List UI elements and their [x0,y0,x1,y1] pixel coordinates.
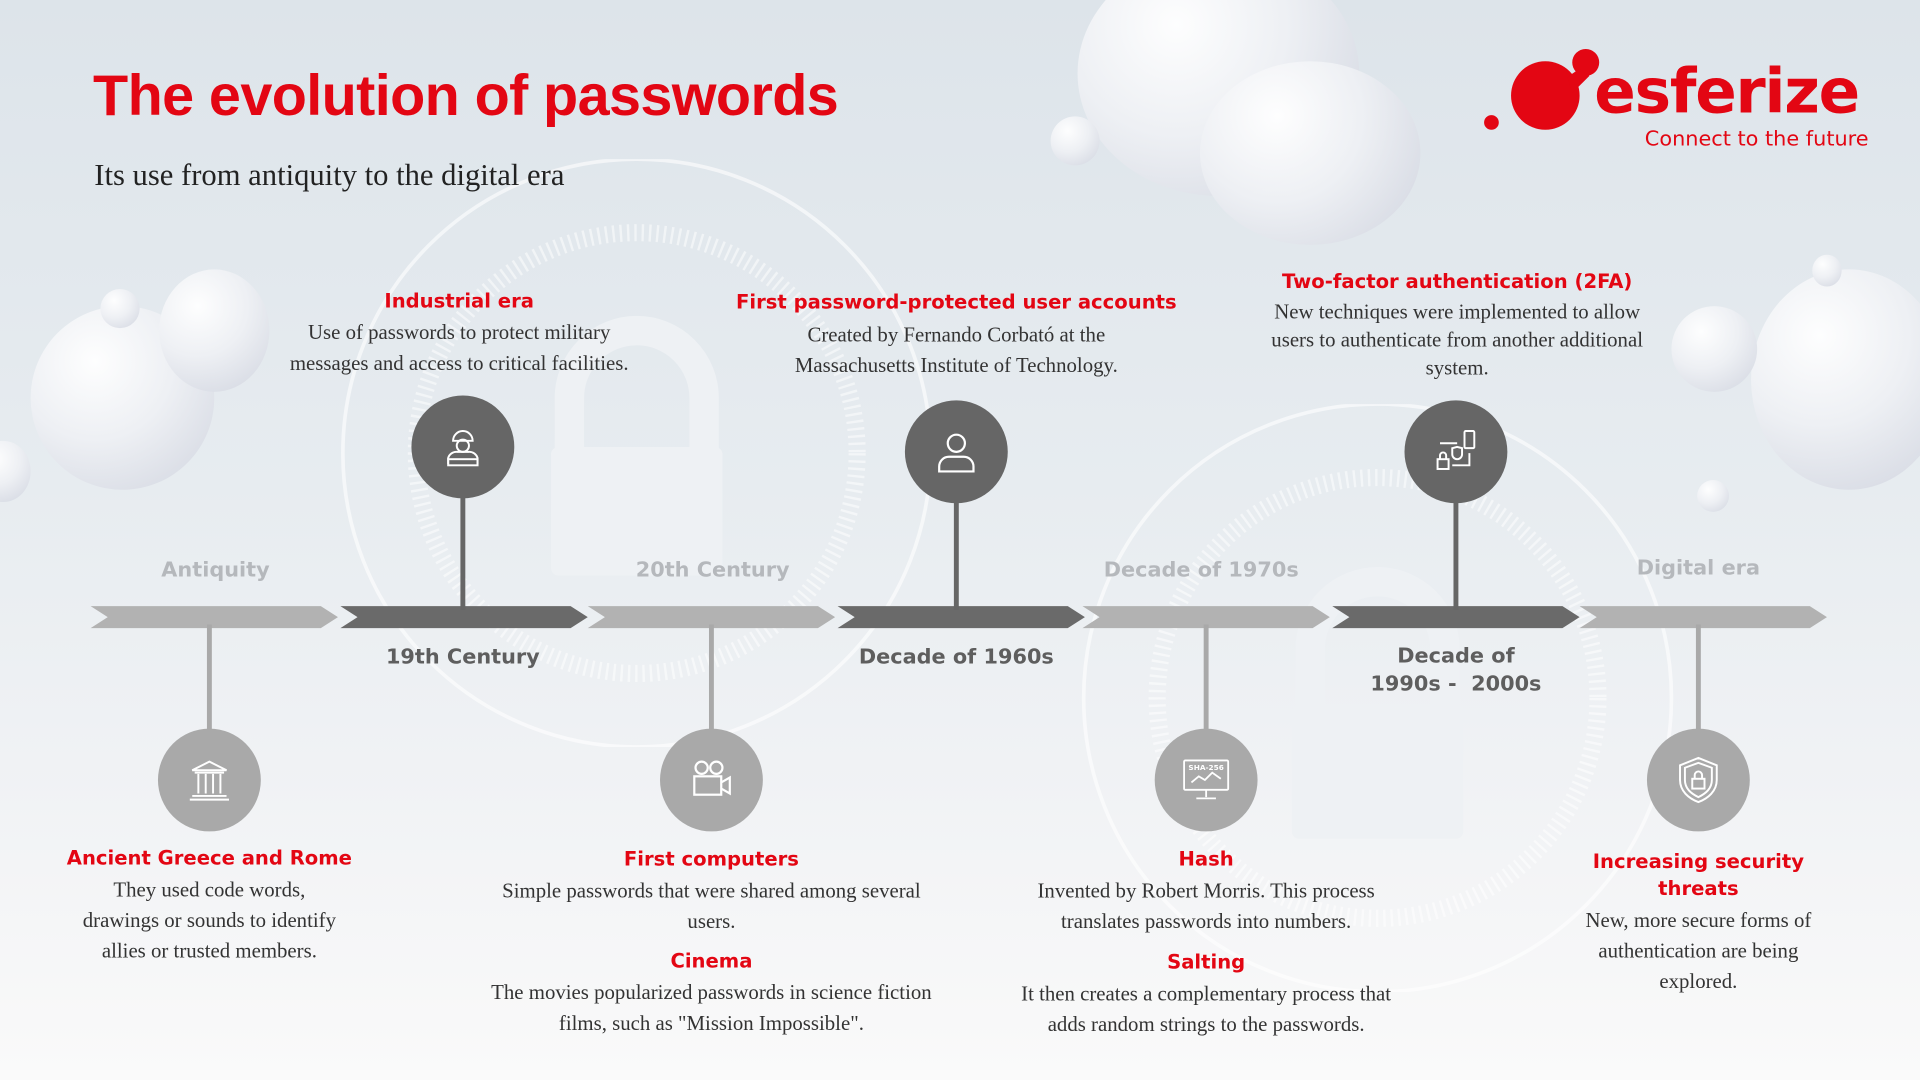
connector-line [953,495,959,610]
period-label-20th-century: 20th Century [635,558,790,583]
event-description: They used code words, drawings or sounds… [83,874,336,966]
event-description: Invented by Robert Morris. This process … [1038,876,1375,937]
text-line: Use of passwords to protect military [307,320,611,345]
event-circle-2fa [1404,400,1508,504]
connector-line [1453,495,1459,610]
event-description: New techniques were implemented to allow… [1271,298,1643,382]
text-line: users to authenticate from another addit… [1271,328,1644,352]
period-label-1960s: Decade of 1960s [858,645,1054,670]
event-description: New, more secure forms of authentication… [1585,905,1811,997]
page-subtitle: Its use from antiquity to the digital er… [94,159,565,193]
text-line: drawings or sounds to identify [82,908,337,932]
event-title: Cinema [670,948,753,973]
event-description: The movies popularized passwords in scie… [491,977,931,1038]
title-line: Increasing security [1592,849,1804,874]
connector-line [1695,624,1701,735]
event-description: It then creates a complementary process … [1021,978,1391,1039]
event-circle-threats [1646,728,1750,832]
decorative-blob [1812,254,1842,287]
text-line: Created by Fernando Corbató at the [807,323,1106,347]
timeline-segment [1082,606,1330,629]
connector-line [206,624,212,735]
timeline-segment [837,606,1085,629]
event-title: Ancient Greece and Rome [66,846,352,870]
period-label-antiquity: Antiquity [161,558,270,583]
esferize-logo: esferize Connect to the future [1482,47,1874,157]
text-line: explored. [1659,969,1738,994]
timeline-bar [90,606,1827,629]
connector-line [1203,624,1209,735]
timeline-segment [340,606,588,629]
worker-icon [447,430,479,467]
text-line: New, more secure forms of [1585,908,1812,932]
event-description: Created by Fernando Corbató at the Massa… [795,320,1118,381]
page-title: The evolution of passwords [93,62,839,128]
logo-tagline: Connect to the future [1644,127,1869,152]
decorative-blob [1751,269,1920,490]
text-line: system. [1425,356,1489,380]
period-label-digital-era: Digital era [1636,555,1761,581]
two-factor-icon [1436,430,1476,470]
event-circle-ancient [157,728,261,832]
text-line: allies or trusted members. [101,939,317,963]
connector-line [708,624,714,735]
timeline-segment [1332,606,1580,629]
period-label-line: Decade of [1397,644,1515,669]
decorative-blob [100,288,140,329]
text-line: adds random strings to the passwords. [1047,1012,1365,1036]
event-title: Two-factor authentication (2FA) [1281,269,1633,293]
text-line: It then creates a complementary process … [1021,982,1392,1006]
period-label-19th-century: 19th Century [385,645,540,670]
event-circle-accounts [904,400,1008,504]
title-line: threats [1658,876,1739,901]
event-title: Industrial era [384,288,534,313]
period-label-line: 1990s - 2000s [1370,672,1542,697]
text-line: authentication are being [1598,939,1799,963]
text-line: Massachusetts Institute of Technology. [794,353,1118,378]
temple-icon [189,760,229,801]
text-line: messages and access to critical faciliti… [289,351,629,375]
hash-icon-label: SHA-256 [1188,763,1223,772]
period-label-1990s-2000s: Decade of 1990s - 2000s [1309,643,1603,699]
text-line: Invented by Robert Morris. This process [1037,879,1375,903]
text-line: Simple passwords that were shared among … [502,879,921,903]
event-title: First computers [623,847,799,871]
event-description: Simple passwords that were shared among … [502,876,921,937]
shield-lock-icon [1679,756,1718,804]
text-line: translates passwords into numbers. [1061,909,1352,934]
decorative-blob [1200,61,1421,245]
film-camera-icon [693,760,731,796]
event-circle-industrial [411,395,515,499]
event-circle-computers [660,728,763,832]
decorative-blob [1697,480,1729,512]
text-line: New techniques were implemented to allow [1274,300,1641,324]
event-title: Increasing security threats [1593,849,1804,903]
text-line: The movies popularized passwords in scie… [491,980,932,1005]
event-title: First password-protected user accounts [735,290,1177,314]
logo-mark-icon [1484,48,1600,130]
logo-wordmark: esferize [1594,56,1860,128]
decorative-blob [159,269,270,392]
decorative-blob [1050,116,1100,166]
text-line: films, such as "Mission Impossible". [558,1011,864,1035]
event-title: Salting [1167,950,1246,974]
connector-line [460,489,466,610]
decorative-blob [0,440,31,503]
timeline-segment [1579,606,1827,629]
decorative-blob [1671,306,1758,392]
event-title: Hash [1178,847,1234,871]
timeline-segment [90,606,338,629]
monitor-hash-icon: SHA-256 [1183,759,1230,800]
text-line: users. [687,909,736,934]
event-description: Use of passwords to protect military mes… [290,317,629,378]
user-icon [938,433,975,473]
text-line: They used code words, [113,877,306,902]
period-label-1970s: Decade of 1970s [1103,558,1299,583]
timeline-segment [587,606,836,629]
event-circle-hash: SHA-256 [1154,728,1258,832]
